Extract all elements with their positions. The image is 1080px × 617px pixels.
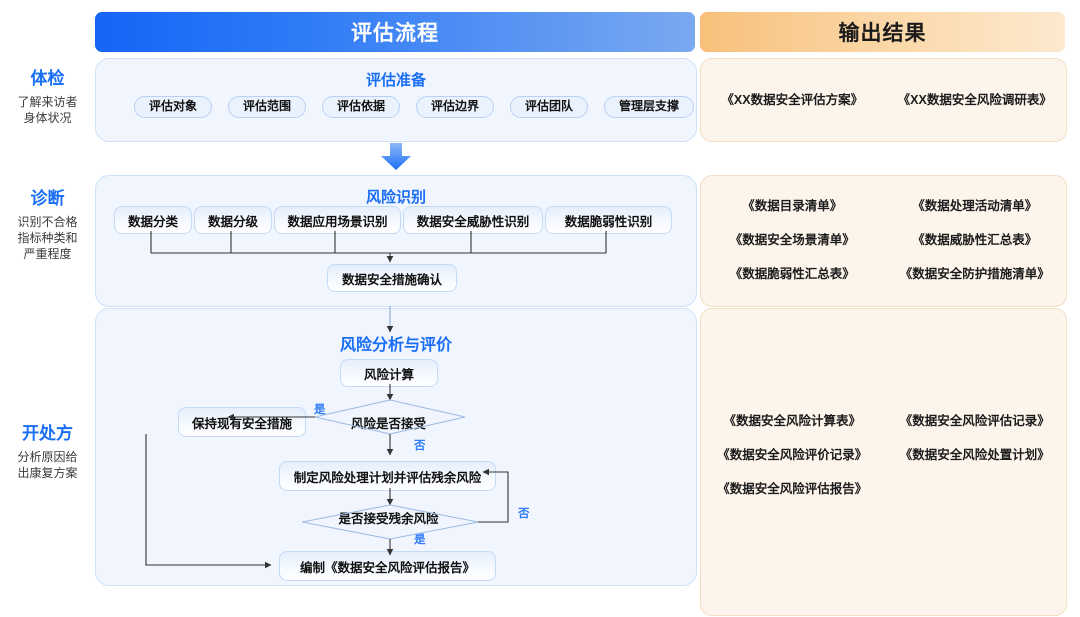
stage-title: 体检 <box>30 69 65 88</box>
output-item: 《XX数据安全风险调研表》 <box>897 93 1052 107</box>
box-data-scenario-identify[interactable]: 数据应用场景识别 <box>274 206 401 234</box>
section-title: 风险识别 <box>365 189 426 206</box>
box-keep-existing-measures[interactable]: 保持现有安全措施 <box>178 407 306 437</box>
output-list: 《数据安全风险计算表》 《数据安全风险评估记录》 《数据安全风险评价记录》 《数… <box>701 404 1066 506</box>
stage-label-prescription: 开处方 分析原因给 出康复方案 <box>0 423 95 481</box>
down-arrow-icon <box>381 143 411 170</box>
output-item: 《数据安全防护措施清单》 <box>899 267 1050 281</box>
section-panel-risk-identification: 风险识别 数据分类 数据分级 数据应用场景识别 数据安全威胁性识别 数据脆弱性识… <box>95 175 697 307</box>
edge-label-no-1: 否 <box>414 440 426 452</box>
pill-assessment-boundary[interactable]: 评估边界 <box>416 96 494 118</box>
stage-title: 诊断 <box>30 189 65 208</box>
header-output: 输出结果 <box>700 12 1065 52</box>
section-panel-preparation: 评估准备 评估对象 评估范围 评估依据 评估边界 评估团队 管理层支撑 <box>95 58 697 142</box>
output-list: 《数据目录清单》 《数据处理活动清单》 《数据安全场景清单》 《数据威胁性汇总表… <box>701 189 1066 291</box>
box-data-threat-identify[interactable]: 数据安全威胁性识别 <box>403 206 543 234</box>
pill-assessment-team[interactable]: 评估团队 <box>510 96 588 118</box>
output-item: 《数据威胁性汇总表》 <box>912 233 1038 247</box>
output-item: 《数据安全风险评价记录》 <box>717 448 868 462</box>
output-item: 《数据安全场景清单》 <box>729 233 855 247</box>
output-item: 《数据安全风险评估记录》 <box>899 414 1050 428</box>
output-panel-risk-identification: 《数据目录清单》 《数据处理活动清单》 《数据安全场景清单》 《数据威胁性汇总表… <box>700 175 1067 307</box>
decision-residual-risk-acceptable-label: 是否接受残余风险 <box>338 511 439 526</box>
header-process: 评估流程 <box>95 12 695 52</box>
output-item <box>884 472 1067 506</box>
output-item: 《数据安全风险处置计划》 <box>899 448 1050 462</box>
output-panel-preparation: 《XX数据安全评估方案》 《XX数据安全风险调研表》 <box>700 58 1067 142</box>
stage-label-diagnosis: 诊断 识别不合格 指标种类和 严重程度 <box>0 188 95 262</box>
edge-label-yes-1: 是 <box>314 404 326 416</box>
box-risk-treatment-plan[interactable]: 制定风险处理计划并评估残余风险 <box>279 461 496 491</box>
section-panel-risk-analysis: 风险分析与评价 风险计算 保持现有安全措施 制定风险处理计划并评估残余风险 编制… <box>95 308 697 586</box>
edge-label-no-2: 否 <box>518 508 530 520</box>
header-process-label: 评估流程 <box>351 22 439 45</box>
header-output-label: 输出结果 <box>838 22 927 45</box>
pill-assessment-basis[interactable]: 评估依据 <box>322 96 400 118</box>
section-title: 风险分析与评价 <box>339 337 452 354</box>
output-item: 《数据目录清单》 <box>742 199 843 213</box>
output-panel-risk-analysis: 《数据安全风险计算表》 《数据安全风险评估记录》 《数据安全风险评价记录》 《数… <box>700 308 1067 616</box>
box-security-measure-confirm[interactable]: 数据安全措施确认 <box>327 264 457 292</box>
output-list: 《XX数据安全评估方案》 《XX数据安全风险调研表》 <box>701 83 1066 117</box>
stage-title: 开处方 <box>22 424 73 443</box>
output-item: 《XX数据安全评估方案》 <box>721 93 864 107</box>
output-item: 《数据处理活动清单》 <box>912 199 1038 213</box>
box-data-vulnerability-identify[interactable]: 数据脆弱性识别 <box>545 206 672 234</box>
box-compile-report[interactable]: 编制《数据安全风险评估报告》 <box>279 551 496 581</box>
stage-desc: 了解来访者 身体状况 <box>17 95 78 125</box>
pill-assessment-scope[interactable]: 评估范围 <box>228 96 306 118</box>
decision-risk-acceptable-label: 风险是否接受 <box>350 416 426 431</box>
pill-assessment-object[interactable]: 评估对象 <box>134 96 212 118</box>
pill-management-support[interactable]: 管理层支撑 <box>604 96 694 118</box>
stage-desc: 分析原因给 出康复方案 <box>17 450 78 480</box>
output-item: 《数据安全风险计算表》 <box>723 414 861 428</box>
stage-label-checkup: 体检 了解来访者 身体状况 <box>0 68 95 126</box>
section-title: 评估准备 <box>365 72 426 89</box>
output-item: 《数据脆弱性汇总表》 <box>729 267 855 281</box>
stage-desc: 识别不合格 指标种类和 严重程度 <box>17 215 78 261</box>
edge-label-yes-2: 是 <box>414 534 426 546</box>
output-item: 《数据安全风险评估报告》 <box>717 482 868 496</box>
box-data-classification[interactable]: 数据分类 <box>114 206 192 234</box>
box-data-grading[interactable]: 数据分级 <box>194 206 272 234</box>
box-risk-calculation[interactable]: 风险计算 <box>340 359 438 387</box>
